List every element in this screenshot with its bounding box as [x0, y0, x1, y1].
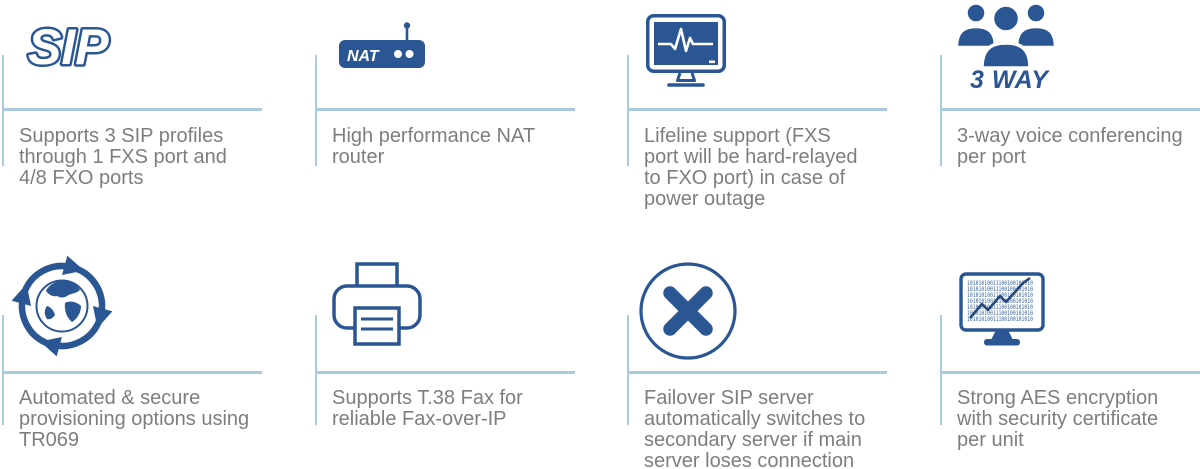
divider-hline: [940, 108, 1200, 111]
binary-row: 10101010011100100101010: [967, 317, 1033, 323]
feature-description: Automated & secure provisioning options …: [19, 387, 250, 451]
binary-monitor-icon: 10101010011100100101010 1010101001110010…: [959, 272, 1045, 346]
sip-logo-icon: SIP: [26, 17, 112, 78]
people-group-caption: 3 WAY: [970, 66, 1049, 94]
divider-hline: [627, 108, 887, 111]
binary-row: 10101010011100100101010: [967, 305, 1033, 311]
binary-row: 10101010011100100101010: [967, 311, 1033, 317]
feature-description: 3-way voice conferencing per port: [957, 125, 1183, 168]
divider-hline: [627, 371, 887, 374]
divider-hline: [315, 108, 575, 111]
feature-sip-profiles: SIP Supports 3 SIP profiles through 1 FX…: [2, 0, 264, 230]
divider-hline: [2, 108, 262, 111]
feature-3way-conferencing: 3 WAY 3-way voice conferencing per port: [940, 0, 1200, 230]
feature-description: Supports T.38 Fax for reliable Fax-over-…: [332, 387, 523, 430]
divider-vline: [315, 315, 317, 425]
feature-aes-encryption: 10101010011100100101010 1010101001110010…: [940, 240, 1200, 469]
divider-vline: [627, 315, 629, 425]
feature-description: High performance NAT router: [332, 125, 536, 168]
feature-description: Supports 3 SIP profiles through 1 FXS po…: [19, 125, 227, 189]
feature-provisioning: Automated & secure provisioning options …: [2, 240, 264, 469]
monitor-pulse-icon: [646, 14, 726, 87]
divider-vline: [2, 315, 4, 425]
feature-lifeline: Lifeline support (FXS port will be hard-…: [627, 0, 889, 230]
divider-hline: [315, 371, 575, 374]
failover-x-icon: [639, 262, 737, 360]
nat-router-icon: NAT: [339, 22, 425, 68]
divider-hline: [940, 371, 1200, 374]
binary-row: 10101010011100100101010: [967, 287, 1033, 293]
binary-row: 10101010011100100101010: [967, 281, 1033, 287]
feature-description: Strong AES encryption with security cert…: [957, 387, 1159, 451]
feature-description: Failover SIP server automatically switch…: [644, 387, 866, 469]
binary-row: 10101010011100100101010: [967, 299, 1033, 305]
divider-hline: [2, 371, 262, 374]
feature-t38-fax: Supports T.38 Fax for reliable Fax-over-…: [315, 240, 577, 469]
people-group-icon: [955, 2, 1057, 70]
feature-failover: Failover SIP server automatically switch…: [627, 240, 889, 469]
nat-router-label: NAT: [347, 48, 380, 65]
feature-description: Lifeline support (FXS port will be hard-…: [644, 125, 858, 210]
sip-logo-text: SIP: [28, 19, 109, 75]
fax-printer-icon: [332, 262, 422, 346]
divider-vline: [940, 315, 942, 425]
globe-sync-icon: [11, 255, 113, 357]
feature-nat-router: NAT High performance NAT router: [315, 0, 577, 230]
